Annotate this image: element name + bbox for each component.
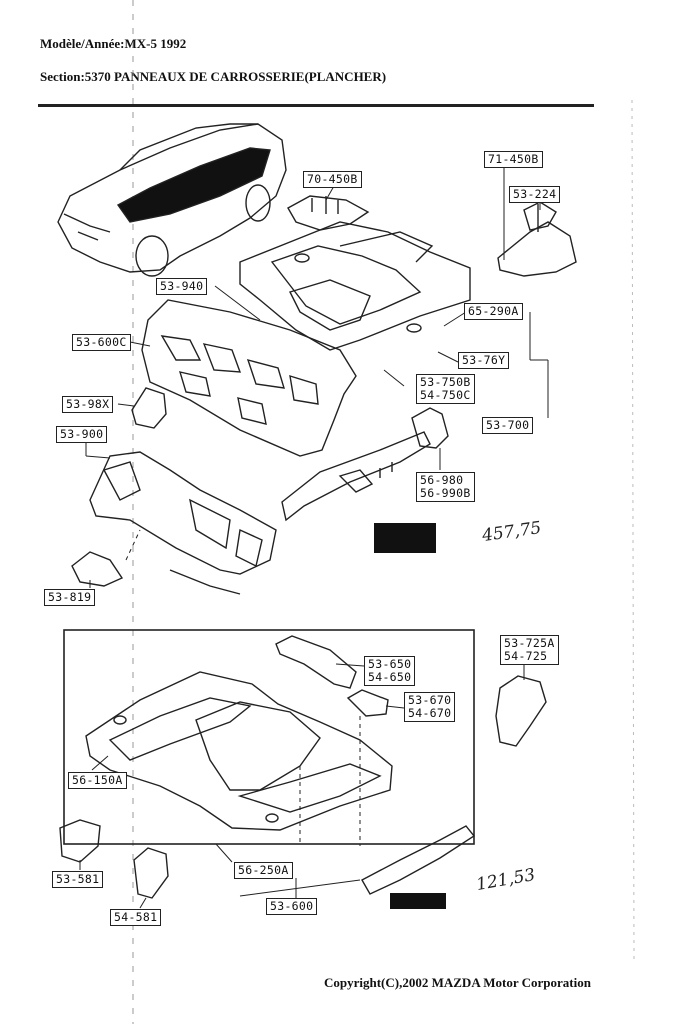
part-label-53-600: 53-600 [266,898,318,915]
part-label-71-450b: 71-450B [484,151,543,168]
bracket-53-819 [71,551,124,587]
bracket-53-581 [59,819,101,863]
part-label-53-600c: 53-600C [72,334,131,351]
part-label-53-700: 53-700 [482,417,534,434]
model-year-title: Modèle/Année:MX-5 1992 [40,36,187,51]
part-label-70-450b: 70-450B [303,171,362,188]
part-label-56-150a: 56-150A [68,772,127,789]
bracket-70-450b [287,195,370,231]
leader-lines-lower [79,663,525,909]
car-illustration [57,123,287,277]
part-label-53-581: 53-581 [52,871,104,888]
pillar-53-725a [495,675,547,747]
part-label-53-900: 53-900 [56,426,108,443]
frame-53-900 [89,451,277,595]
crossmember-53-650 [275,635,357,689]
scan-edge-line [631,99,635,961]
part-label-53-819: 53-819 [44,589,96,606]
sill-53-600 [361,825,476,895]
front-panel [141,299,357,457]
part-label-53-940: 53-940 [156,278,208,295]
bracket-71-450b [497,201,577,277]
rear-floor-pan [239,221,471,351]
bracket-53-98x [131,387,167,429]
header-rule [38,104,594,107]
redaction-block-lower [390,893,446,909]
bracket-54-581 [133,847,169,899]
floor-pan-box [63,629,475,845]
redaction-block-upper [374,523,436,553]
part-label-54-581: 54-581 [110,909,162,926]
tunnel-member [281,407,449,522]
copyright-notice: Copyright(C),2002 MAZDA Motor Corporatio… [324,975,591,990]
part-label-53-76y: 53-76Y [458,352,510,369]
part-label-56-250a: 56-250A [234,862,293,879]
floor-pan [85,671,393,831]
part-label-53-98x: 53-98X [62,396,114,413]
part-label-53-224: 53-224 [509,186,561,203]
leader-lines-upper [85,165,549,588]
bracket-53-670 [346,689,389,717]
section-title: Section:5370 PANNEAUX DE CARROSSERIE(PLA… [40,69,387,84]
part-label-65-290a: 65-290A [464,303,523,320]
